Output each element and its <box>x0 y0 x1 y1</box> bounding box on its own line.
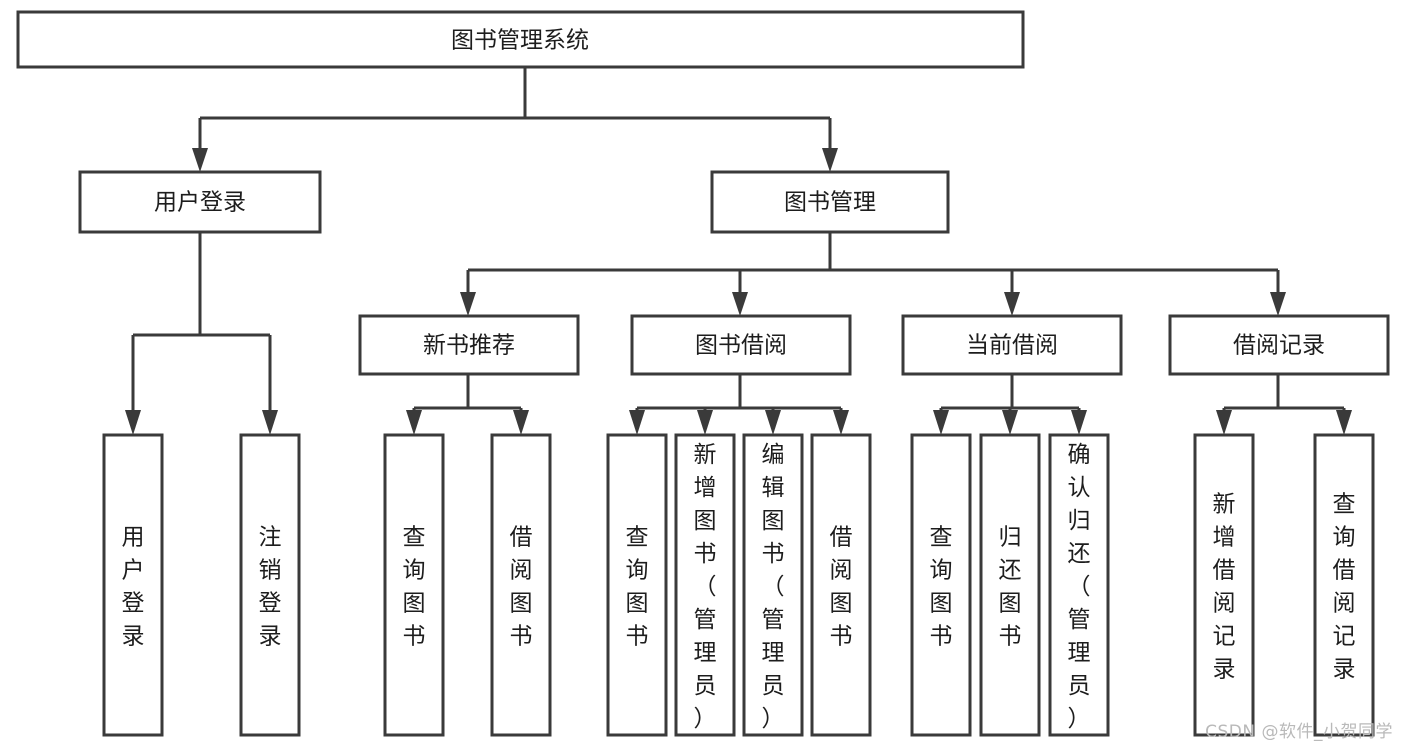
node-book-management[interactable]: 图书管理 <box>710 170 950 234</box>
leaf-borrow-edit-book-box[interactable] <box>742 433 804 737</box>
leaf-current-return-book-label: 归还图书 <box>999 525 1022 650</box>
arrow-head-borrow-lend <box>833 410 849 435</box>
leaf-user-login-logout[interactable]: 注销登录 <box>239 433 301 737</box>
arrow-head-borrow-query <box>629 410 645 435</box>
leaf-record-add-record-label: 新增借阅记录 <box>1213 492 1236 683</box>
leaf-newbook-borrow-book-label: 借阅图书 <box>510 525 533 650</box>
arrow-head-borrow <box>732 292 748 316</box>
arrow-head-current-return <box>1002 410 1018 435</box>
arrow-head-newbook <box>460 292 476 316</box>
leaf-record-query-record-label: 查询借阅记录 <box>1333 492 1356 683</box>
leaf-newbook-borrow-book[interactable]: 借阅图书 <box>490 433 552 737</box>
leaf-borrow-query-book[interactable]: 查询图书 <box>606 433 668 737</box>
leaf-borrow-add-book[interactable]: 新增图书（管理员） <box>674 433 736 737</box>
leaf-borrow-lend-book-box[interactable] <box>810 433 872 737</box>
node-new-book-recommend-label: 新书推荐 <box>423 333 515 359</box>
node-user-login-label: 用户登录 <box>154 190 246 216</box>
node-root[interactable]: 图书管理系统 <box>16 10 1025 69</box>
node-book-management-label: 图书管理 <box>784 190 876 216</box>
node-borrow-record-label: 借阅记录 <box>1233 333 1325 359</box>
node-book-borrow-box[interactable] <box>630 314 852 376</box>
leaf-current-confirm-return-box[interactable] <box>1048 433 1110 737</box>
node-user-login[interactable]: 用户登录 <box>78 170 322 234</box>
leaf-borrow-add-book-label: 新增图书（管理员） <box>694 442 717 732</box>
arrow-head-user-login <box>192 148 208 172</box>
node-current-borrow[interactable]: 当前借阅 <box>901 314 1123 376</box>
watermark-text: CSDN @软件_小贺同学 <box>1205 722 1393 742</box>
leaf-record-query-record-box[interactable] <box>1313 433 1375 737</box>
leaf-current-return-book-box[interactable] <box>979 433 1041 737</box>
leaf-newbook-query-book-box[interactable] <box>383 433 445 737</box>
arrow-head-current <box>1004 292 1020 316</box>
node-root-label: 图书管理系统 <box>451 28 589 54</box>
leaf-record-add-record[interactable]: 新增借阅记录 <box>1193 433 1255 737</box>
leaf-current-query-book-label: 查询图书 <box>930 525 953 650</box>
leaf-borrow-query-book-box[interactable] <box>606 433 668 737</box>
arrow-head-borrow-add <box>697 410 713 435</box>
node-user-login-box[interactable] <box>78 170 322 234</box>
leaf-borrow-edit-book[interactable]: 编辑图书（管理员） <box>742 433 804 737</box>
arrow-head-leaf-user-login <box>125 410 141 435</box>
leaf-user-login-logout-box[interactable] <box>239 433 301 737</box>
arrow-head-newbook-borrow <box>513 410 529 435</box>
node-new-book-recommend[interactable]: 新书推荐 <box>358 314 580 376</box>
arrow-head-current-query <box>933 410 949 435</box>
leaf-current-query-book[interactable]: 查询图书 <box>910 433 972 737</box>
leaf-current-return-book[interactable]: 归还图书 <box>979 433 1041 737</box>
leaf-user-login-login-label: 用户登录 <box>122 525 145 650</box>
node-current-borrow-box[interactable] <box>901 314 1123 376</box>
node-new-book-recommend-box[interactable] <box>358 314 580 376</box>
node-book-borrow[interactable]: 图书借阅 <box>630 314 852 376</box>
leaf-current-confirm-return-label: 确认归还（管理员） <box>1068 442 1091 732</box>
node-root-box[interactable] <box>16 10 1025 69</box>
node-borrow-record-box[interactable] <box>1168 314 1390 376</box>
leaf-user-login-login-box[interactable] <box>102 433 164 737</box>
leaf-borrow-add-book-box[interactable] <box>674 433 736 737</box>
arrow-head-current-confirm <box>1071 410 1087 435</box>
node-current-borrow-label: 当前借阅 <box>966 333 1058 359</box>
arrow-head-record-query <box>1336 410 1352 435</box>
node-borrow-record[interactable]: 借阅记录 <box>1168 314 1390 376</box>
leaf-borrow-lend-book-label: 借阅图书 <box>830 525 853 650</box>
leaf-borrow-lend-book[interactable]: 借阅图书 <box>810 433 872 737</box>
leaf-newbook-borrow-book-box[interactable] <box>490 433 552 737</box>
leaf-current-query-book-box[interactable] <box>910 433 972 737</box>
arrow-head-book-mgmt <box>822 148 838 172</box>
arrow-head-borrow-edit <box>765 410 781 435</box>
leaf-borrow-query-book-label: 查询图书 <box>626 525 649 650</box>
leaf-borrow-edit-book-label: 编辑图书（管理员） <box>762 442 785 732</box>
arrow-head-record <box>1270 292 1286 316</box>
arrow-head-newbook-query <box>406 410 422 435</box>
leaf-record-add-record-box[interactable] <box>1193 433 1255 737</box>
arrow-head-leaf-logout <box>262 410 278 435</box>
leaf-current-confirm-return[interactable]: 确认归还（管理员） <box>1048 433 1110 737</box>
leaf-record-query-record[interactable]: 查询借阅记录 <box>1313 433 1375 737</box>
leaf-newbook-query-book[interactable]: 查询图书 <box>383 433 445 737</box>
leaf-user-login-logout-label: 注销登录 <box>259 525 282 650</box>
leaf-user-login-login[interactable]: 用户登录 <box>102 433 164 737</box>
node-book-management-box[interactable] <box>710 170 950 234</box>
leaf-newbook-query-book-label: 查询图书 <box>403 525 426 650</box>
node-book-borrow-label: 图书借阅 <box>695 333 787 359</box>
connector-layer <box>125 67 1352 435</box>
arrow-head-record-add <box>1216 410 1232 435</box>
